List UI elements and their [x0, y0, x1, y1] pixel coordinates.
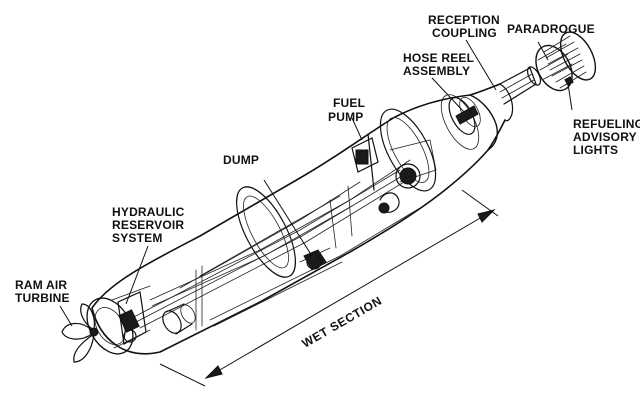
label-reception-coupling-1: RECEPTION [428, 13, 500, 27]
cylinder-fitting [162, 303, 196, 335]
label-hydraulic-3: SYSTEM [112, 231, 163, 245]
label-refueling-2: ADVISORY [573, 130, 637, 144]
ram-air-turbine [61, 303, 99, 363]
internal-piping [131, 159, 421, 331]
label-hydraulic-1: HYDRAULIC [112, 205, 185, 219]
label-fuel-pump-1: FUEL [333, 96, 365, 110]
paradrogue-basket [535, 31, 597, 92]
label-hose-reel-1: HOSE REEL [403, 51, 474, 65]
dump-valve [299, 247, 331, 271]
label-ram-air-2: TURBINE [15, 291, 70, 305]
label-dump: DUMP [223, 153, 259, 167]
label-paradrogue: PARADROGUE [507, 22, 595, 36]
wet-section-dimension [159, 189, 499, 387]
label-hydraulic-2: RESERVOIR [112, 218, 184, 232]
reception-coupling [495, 66, 542, 105]
fuel-pump-assembly [351, 133, 437, 214]
label-refueling-1: REFUELING [573, 117, 640, 131]
label-wet-section: WET SECTION [300, 294, 385, 351]
label-ram-air-1: RAM AIR [15, 278, 67, 292]
label-hose-reel-2: ASSEMBLY [403, 64, 470, 78]
hydraulic-reservoir [111, 285, 151, 349]
label-refueling-3: LIGHTS [573, 143, 618, 157]
leader-lines [59, 39, 573, 327]
label-reception-coupling-2: COUPLING [432, 26, 497, 40]
hose-reel [448, 96, 481, 135]
label-fuel-pump-2: PUMP [328, 110, 363, 124]
